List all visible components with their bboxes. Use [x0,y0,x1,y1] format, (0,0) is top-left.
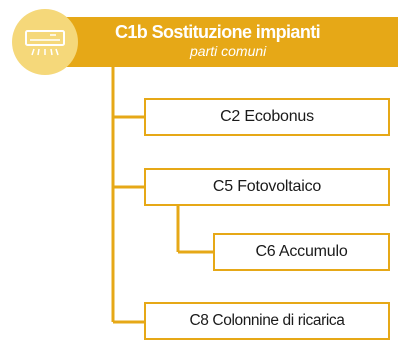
header-title: C1b Sostituzione impianti [115,22,321,42]
node-c2-ecobonus: C2 Ecobonus [144,98,390,136]
node-c8-label: C8 Colonnine di ricarica [189,312,345,329]
node-c5-label: C5 Fotovoltaico [212,178,322,195]
node-c5-fotovoltaico: C5 Fotovoltaico [144,168,390,206]
node-c8-colonnine: C8 Colonnine di ricarica [144,302,390,340]
header-bar [30,17,398,67]
air-conditioner-icon [25,30,65,56]
node-c6-label: C6 Accumulo [255,243,348,260]
header-subtitle: parti comuni [190,43,267,59]
node-c2-label: C2 Ecobonus [220,108,314,125]
icon-badge [12,9,78,75]
node-c6-accumulo: C6 Accumulo [213,233,390,271]
